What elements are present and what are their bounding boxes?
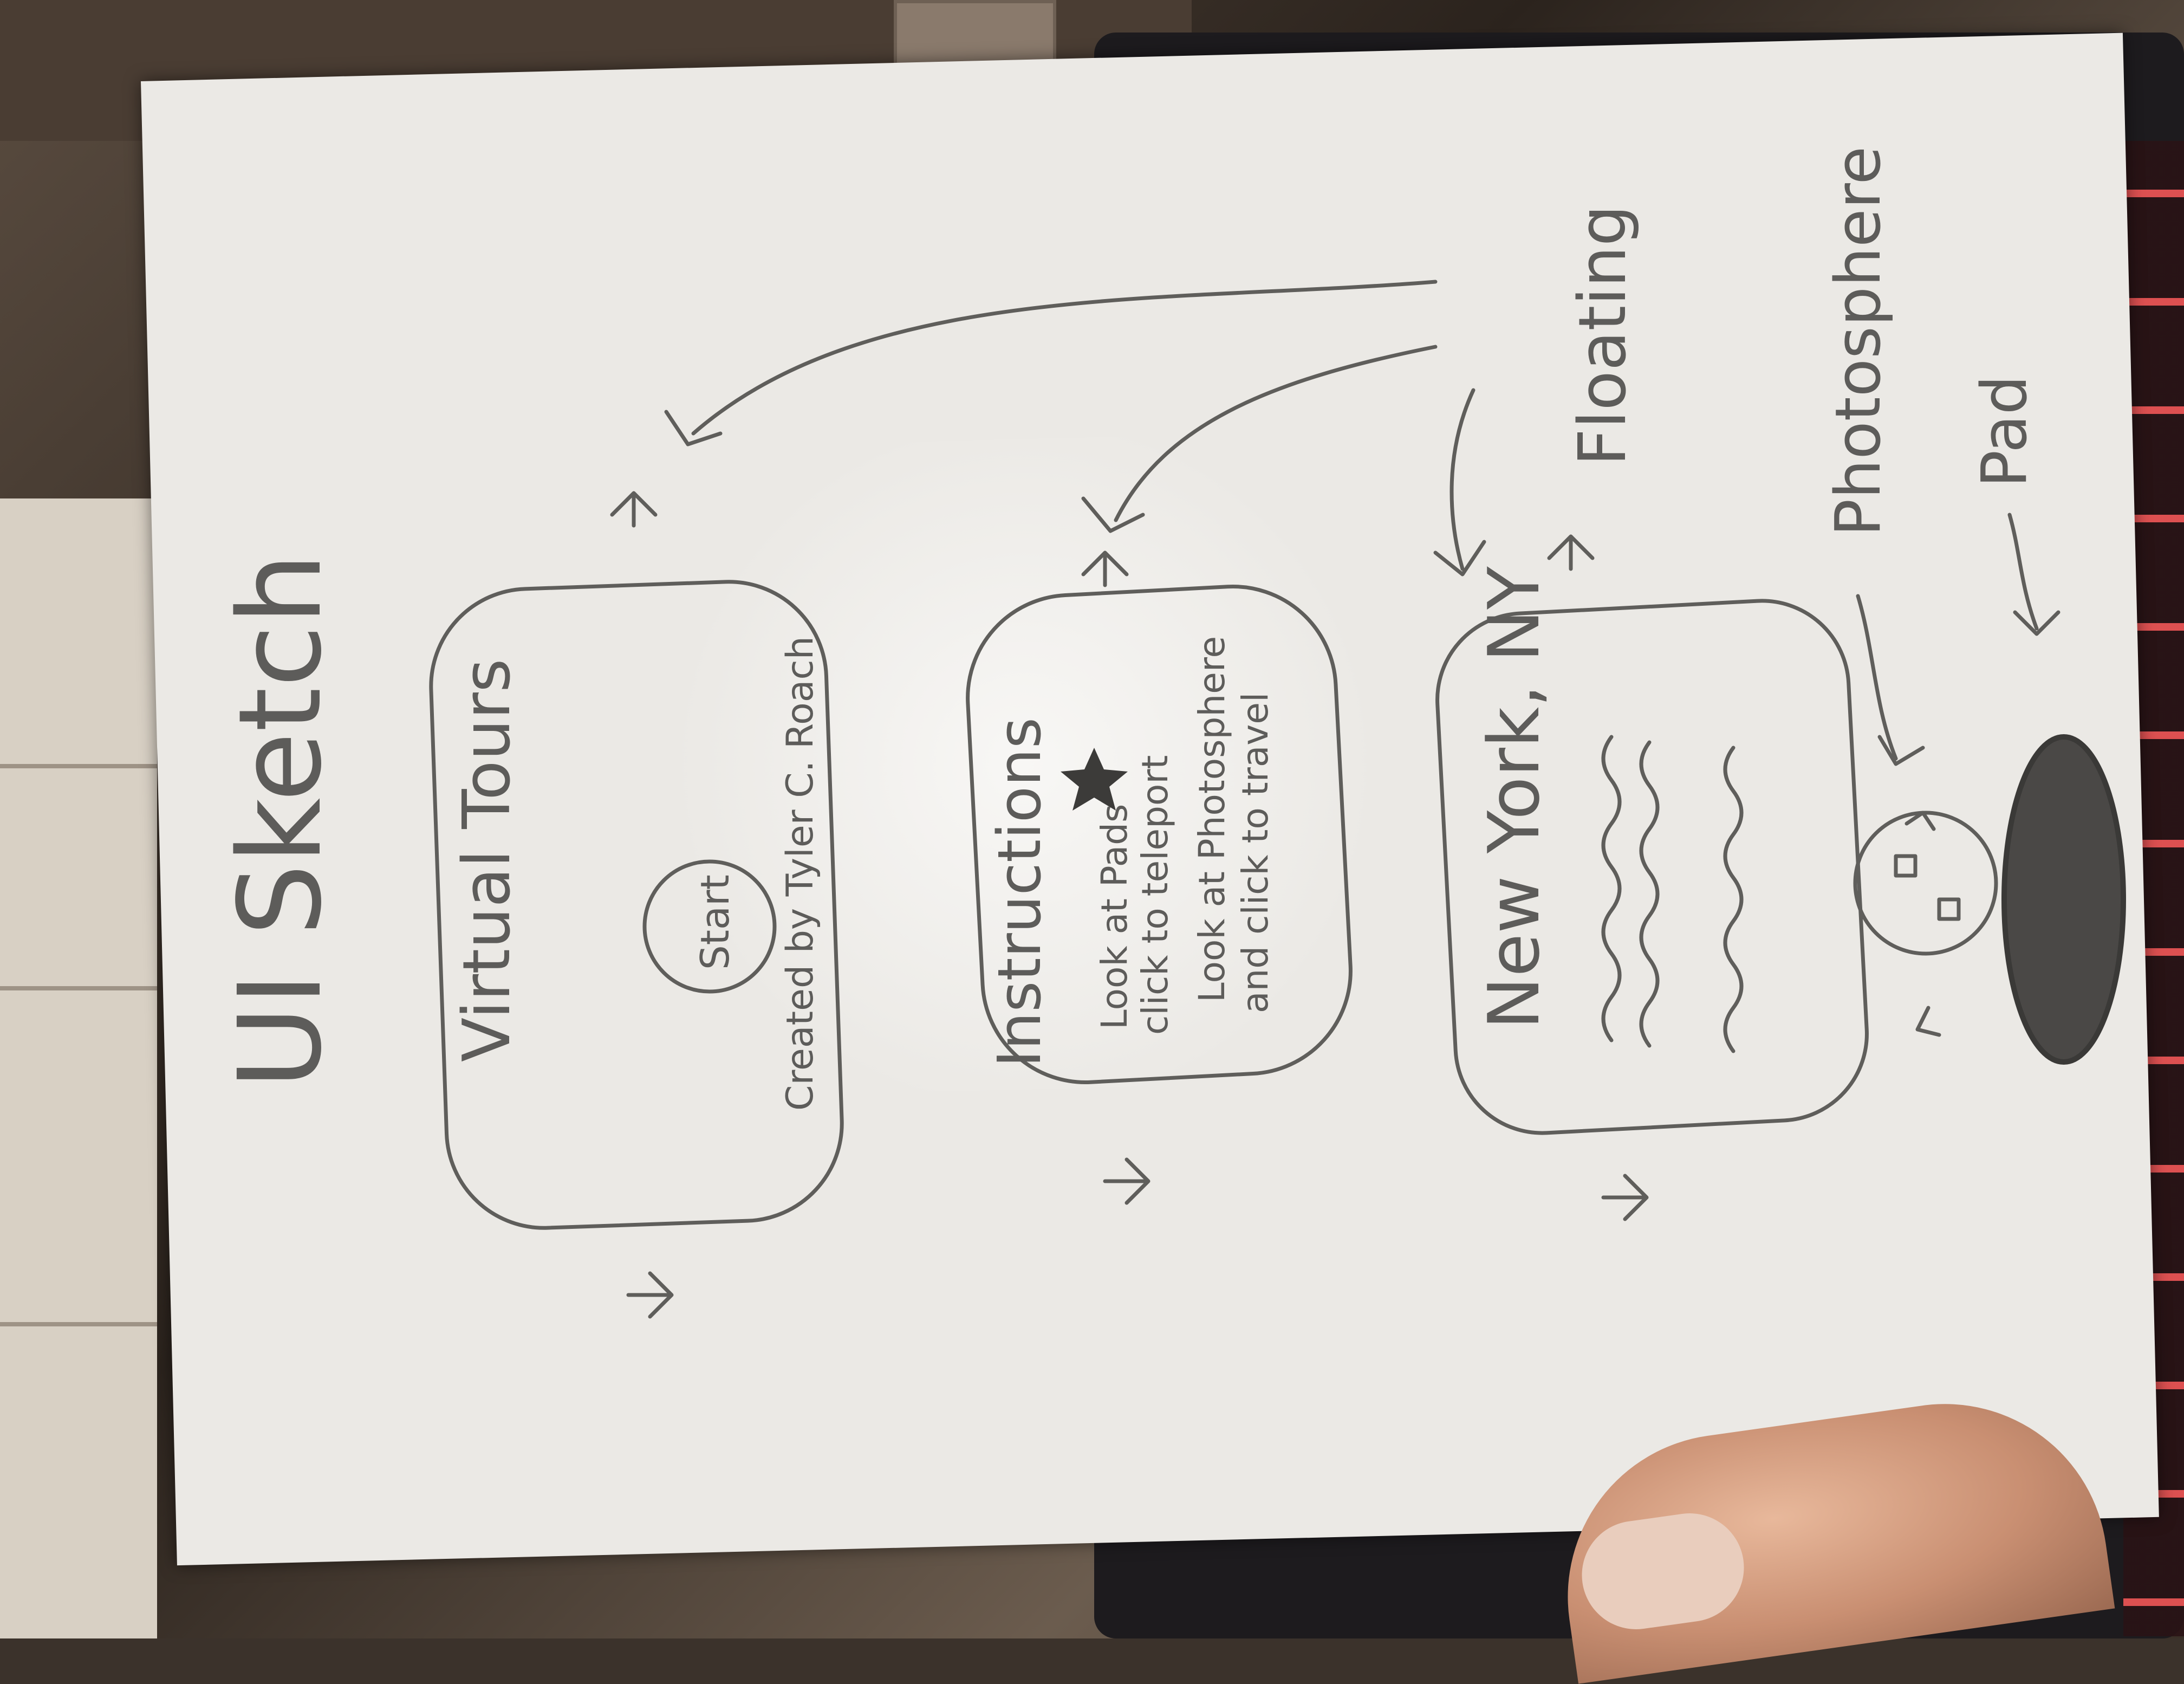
screen-instructions-title: Instructions <box>985 717 1054 1067</box>
screen-instructions-line1: Look at Pads <box>1094 804 1135 1029</box>
screen-virtual-tours-credit: Created by Tyler C. Roach <box>779 636 822 1111</box>
label-pad: Pad <box>1968 375 2041 488</box>
start-button: Start <box>692 875 738 970</box>
start-button-circle <box>642 859 777 994</box>
screen-instructions-line4: and click to travel <box>1234 692 1276 1013</box>
floating-arrow-to-screen2 <box>1081 345 1438 533</box>
screen-virtual-tours-frame <box>429 580 844 1230</box>
label-floating: Floating <box>1565 205 1641 466</box>
screen-new-york-title: New York, NY <box>1473 566 1555 1029</box>
floating-arrow-to-screen3 <box>1433 388 1486 577</box>
navigation-arrows <box>610 491 1649 1319</box>
photosphere-arrow <box>1856 594 1925 766</box>
ui-sketch-drawing: UI Sketch Virtual Tours Start Created by… <box>214 146 2126 1319</box>
pad-arrow <box>2007 513 2060 636</box>
screen-instructions-line3: Look at Photosphere <box>1191 636 1233 1002</box>
sketch-title: UI Sketch <box>214 553 347 1089</box>
drawer-unit <box>0 498 157 1638</box>
star-icon <box>1061 748 1128 811</box>
screen-instructions-line2: click to teleport <box>1134 755 1176 1035</box>
screen-virtual-tours-title: Virtual Tours <box>450 659 525 1063</box>
screen-instructions-frame <box>966 585 1353 1084</box>
scribble-text-lines <box>1601 735 1744 1053</box>
floating-arrow-to-screen1 <box>664 280 1438 446</box>
pad-icon <box>2001 734 2126 1065</box>
label-photosphere: Photosphere <box>1822 146 1895 536</box>
screen-new-york-frame <box>1435 599 1869 1135</box>
photosphere-icon <box>1853 811 1998 956</box>
